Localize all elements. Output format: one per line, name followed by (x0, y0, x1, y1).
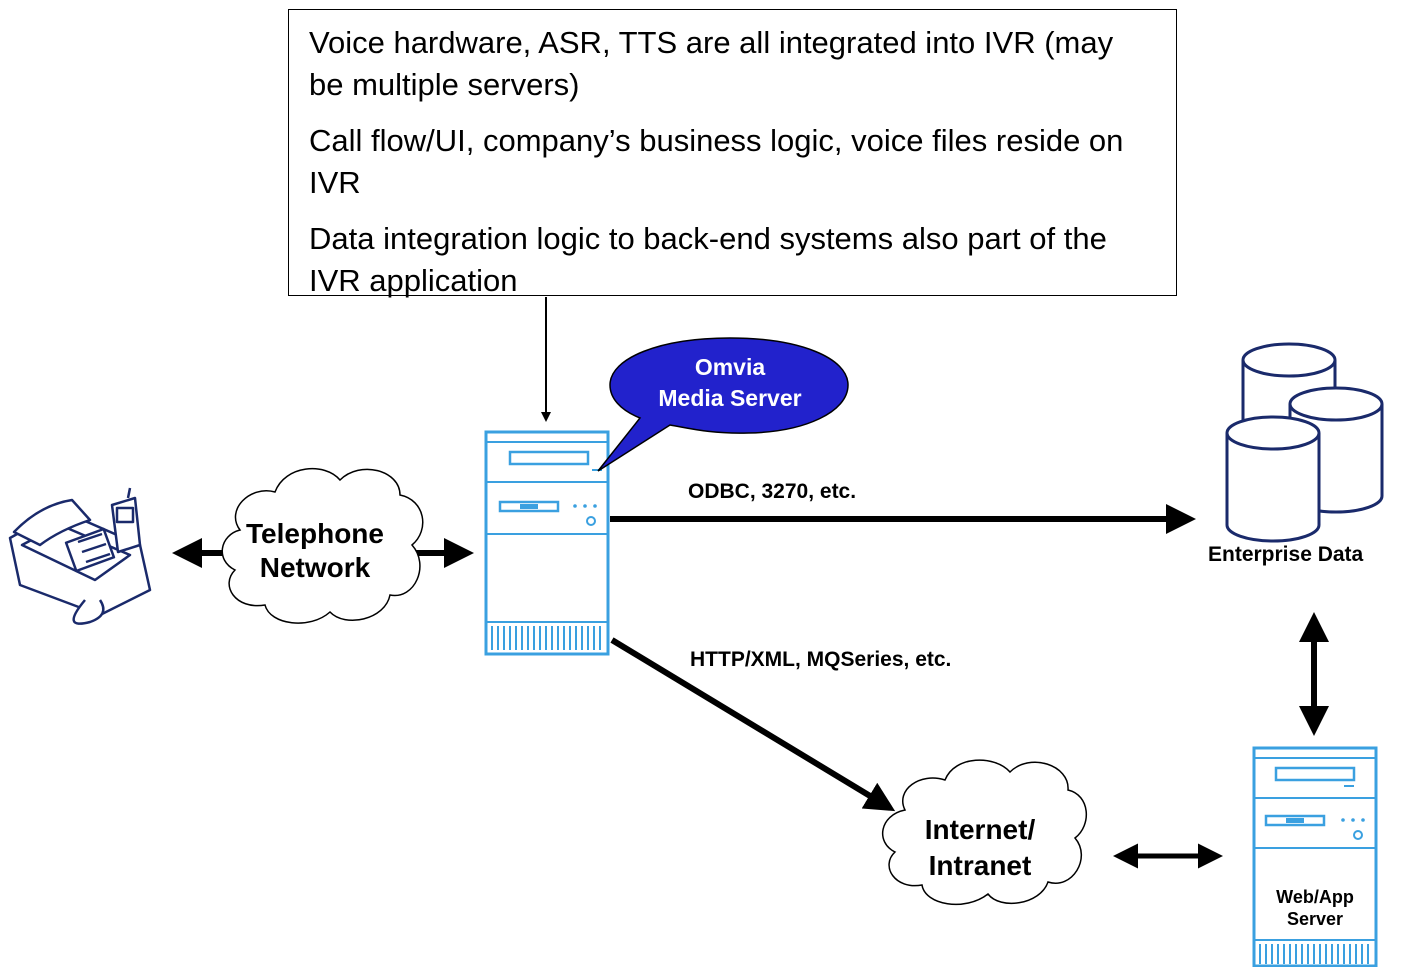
internet-line-2: Intranet (928, 850, 1032, 881)
internet-label: Internet/ Intranet (900, 812, 1060, 884)
callout-label: Omvia Media Server (630, 352, 830, 414)
telephone-icon (8, 487, 152, 625)
odbc-link-label: ODBC, 3270, etc. (688, 480, 857, 503)
internet-line-1: Internet/ (924, 814, 1036, 845)
telephone-network-label: Telephone Network (220, 517, 410, 585)
note-line-3: Data integration logic to back-end syste… (309, 221, 1107, 298)
note-line-1: Voice hardware, ASR, TTS are all integra… (309, 25, 1114, 102)
web-app-server-label: Web/App Server (1256, 886, 1374, 930)
ivr-server-icon (484, 430, 610, 656)
callout-line-1: Omvia (694, 354, 766, 380)
telephone-network-cloud (221, 467, 424, 624)
internet-cloud (881, 759, 1088, 906)
web-app-server-line-1: Web/App (1276, 887, 1354, 907)
http-link-label: HTTP/XML, MQSeries, etc. (690, 648, 952, 671)
telephone-network-line-2: Network (259, 552, 371, 583)
telephone-network-line-1: Telephone (246, 518, 384, 549)
http-arrow (610, 637, 896, 812)
ivr-notes-box: Voice hardware, ASR, TTS are all integra… (288, 9, 1177, 298)
note-line-2: Call flow/UI, company’s business logic, … (309, 123, 1124, 200)
omvia-callout-bubble (597, 337, 849, 472)
database-icon (1225, 342, 1384, 543)
web-app-server-icon (1252, 746, 1378, 967)
web-app-server-line-2: Server (1286, 909, 1344, 929)
callout-line-2: Media Server (658, 385, 802, 411)
enterprise-data-label: Enterprise Data (1208, 543, 1364, 566)
